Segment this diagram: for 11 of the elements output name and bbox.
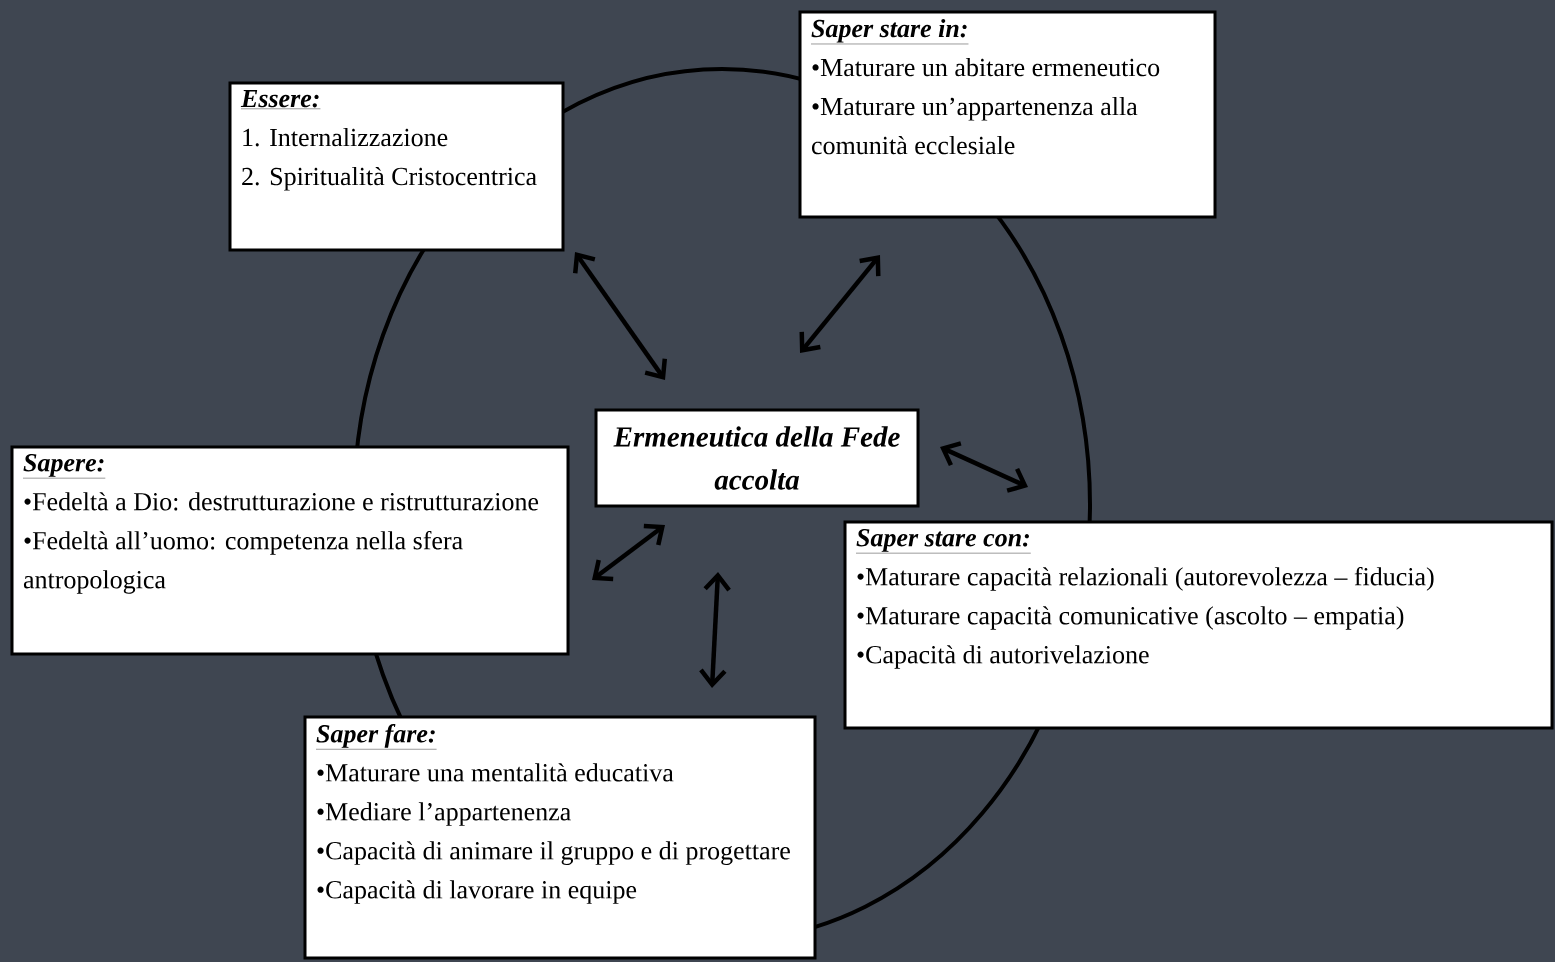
text-box: Sapere: •Fedeltà a Dio: destrutturazione e ristrutturazione •Fedeltà all’uomo: competenza nella sfera antropologica [10, 445, 570, 656]
text-box: Essere: 1. Internalizzazione 2. Spiritualità Cristocentrica [228, 81, 565, 252]
double-arrow [699, 572, 731, 688]
double-arrow [592, 523, 665, 582]
central-box: Ermeneutica della Fede accolta [594, 408, 920, 508]
double-arrow [573, 252, 668, 380]
text-box: Saper stare in: •Maturare un abitare ermeneutico •Maturare un’appartenenza alla comunità ecclesiale [798, 10, 1217, 219]
text-box: Saper stare con: •Maturare capacità relazionali (autorevolezza – fiducia) •Maturare capacità comunicative (ascolto – empatia) •Capacità di autorivelazione [843, 520, 1554, 730]
double-arrow [940, 441, 1028, 493]
double-arrow [799, 255, 881, 353]
text-box: Saper fare: •Maturare una mentalità educativa •Mediare l’appartenenza •Capacità di animare il gruppo e di progettare •Capacità di lavorare in equipe [303, 715, 817, 960]
